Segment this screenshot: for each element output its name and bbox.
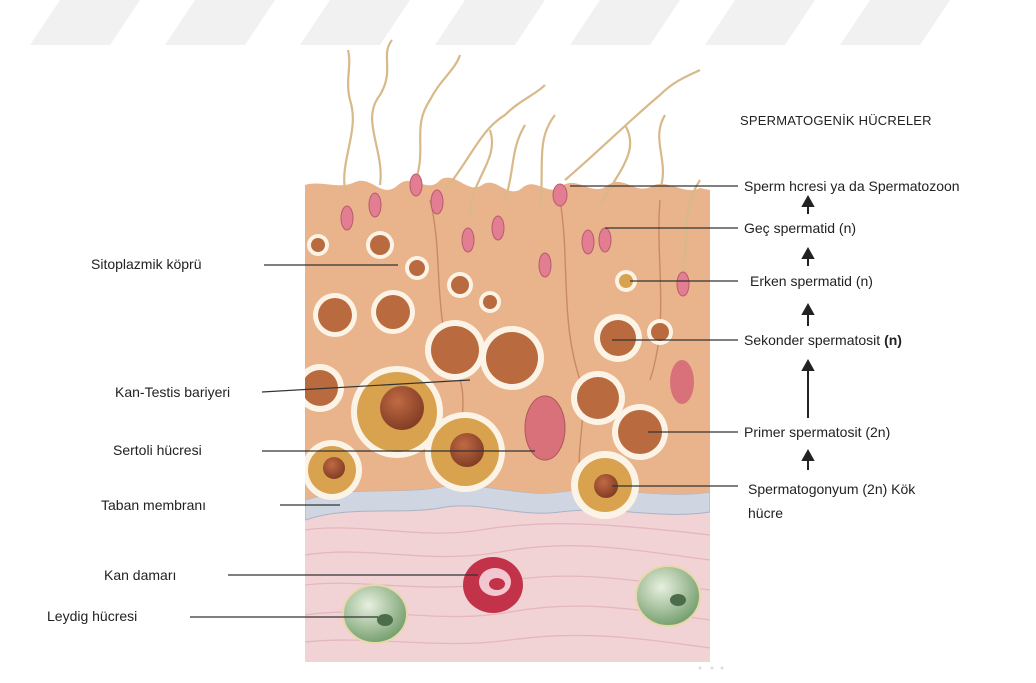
label-spermatogonium-line2: hücre	[748, 505, 783, 522]
label-secondary-spermatocyte: Sekonder spermatosit (n)	[744, 332, 902, 349]
faint-marks	[699, 667, 724, 670]
label-cytoplasmic-bridge: Sitoplazmik köprü	[91, 256, 202, 273]
label-sperm-cell: Sperm hcresi ya da Spermatozoon	[744, 178, 960, 195]
label-basement-membrane: Taban membranı	[101, 497, 206, 514]
seminiferous-tissue	[296, 178, 710, 665]
label-leydig-cell: Leydig hücresi	[47, 608, 137, 625]
label-sertoli-cell: Sertoli hücresi	[113, 442, 202, 459]
diagram-heading: SPERMATOGENİK HÜCRELER	[740, 112, 932, 129]
blood-vessel	[463, 557, 523, 613]
label-primary-spermatocyte: Primer spermatosit (2n)	[744, 424, 890, 441]
secondary-spermatocyte-text: Sekonder spermatosit	[744, 332, 880, 348]
secondary-spermatocyte-ploidy: (n)	[884, 332, 902, 348]
label-early-spermatid: Erken spermatid (n)	[750, 273, 873, 290]
label-blood-vessel: Kan damarı	[104, 567, 176, 584]
label-late-spermatid: Geç spermatid (n)	[744, 220, 856, 237]
banner-stripes	[30, 0, 950, 45]
label-spermatogonium-line1: Spermatogonyum (2n) Kök	[748, 481, 915, 498]
label-blood-testis-barrier: Kan-Testis bariyeri	[115, 384, 230, 401]
